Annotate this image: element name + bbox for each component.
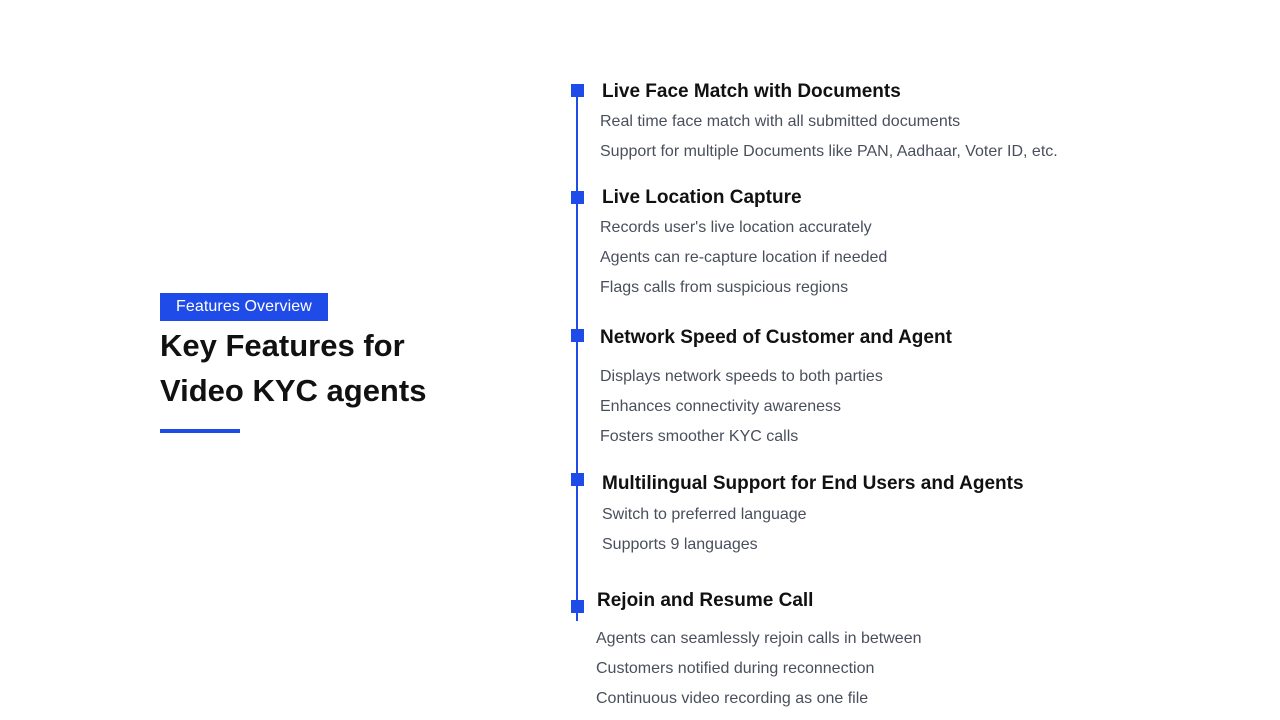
section-header: Features Overview Key Features for Video… (160, 293, 480, 433)
feature-title: Live Face Match with Documents (602, 81, 901, 102)
section-tag: Features Overview (160, 293, 328, 321)
feature-point: Displays network speeds to both parties (600, 368, 883, 385)
feature-point: Customers notified during reconnection (596, 660, 875, 677)
feature-point: Continuous video recording as one file (596, 690, 869, 707)
page-title-line-1: Key Features for (160, 328, 405, 363)
feature-point: Real time face match with all submitted … (600, 113, 961, 130)
feature-point: Supports 9 languages (602, 536, 758, 553)
timeline-marker (571, 329, 584, 342)
feature-title: Multilingual Support for End Users and A… (602, 473, 1024, 494)
timeline-marker (571, 600, 584, 613)
feature-point: Agents can seamlessly rejoin calls in be… (596, 630, 922, 647)
feature-point: Agents can re-capture location if needed (600, 249, 888, 266)
timeline-marker (571, 191, 584, 204)
feature-title: Live Location Capture (602, 187, 802, 208)
feature-point: Flags calls from suspicious regions (600, 279, 849, 296)
page-title: Key Features for Video KYC agents (160, 323, 480, 413)
feature-point: Fosters smoother KYC calls (600, 428, 799, 445)
feature-point: Switch to preferred language (602, 506, 807, 523)
timeline-marker (571, 84, 584, 97)
timeline-marker (571, 473, 584, 486)
feature-title: Rejoin and Resume Call (597, 590, 814, 611)
page-title-line-2: Video KYC agents (160, 373, 427, 408)
feature-point: Enhances connectivity awareness (600, 398, 842, 415)
feature-title: Network Speed of Customer and Agent (600, 327, 952, 348)
feature-point: Support for multiple Documents like PAN,… (600, 143, 1058, 160)
title-underline (160, 429, 240, 433)
timeline-line (576, 90, 578, 621)
feature-point: Records user's live location accurately (600, 219, 872, 236)
